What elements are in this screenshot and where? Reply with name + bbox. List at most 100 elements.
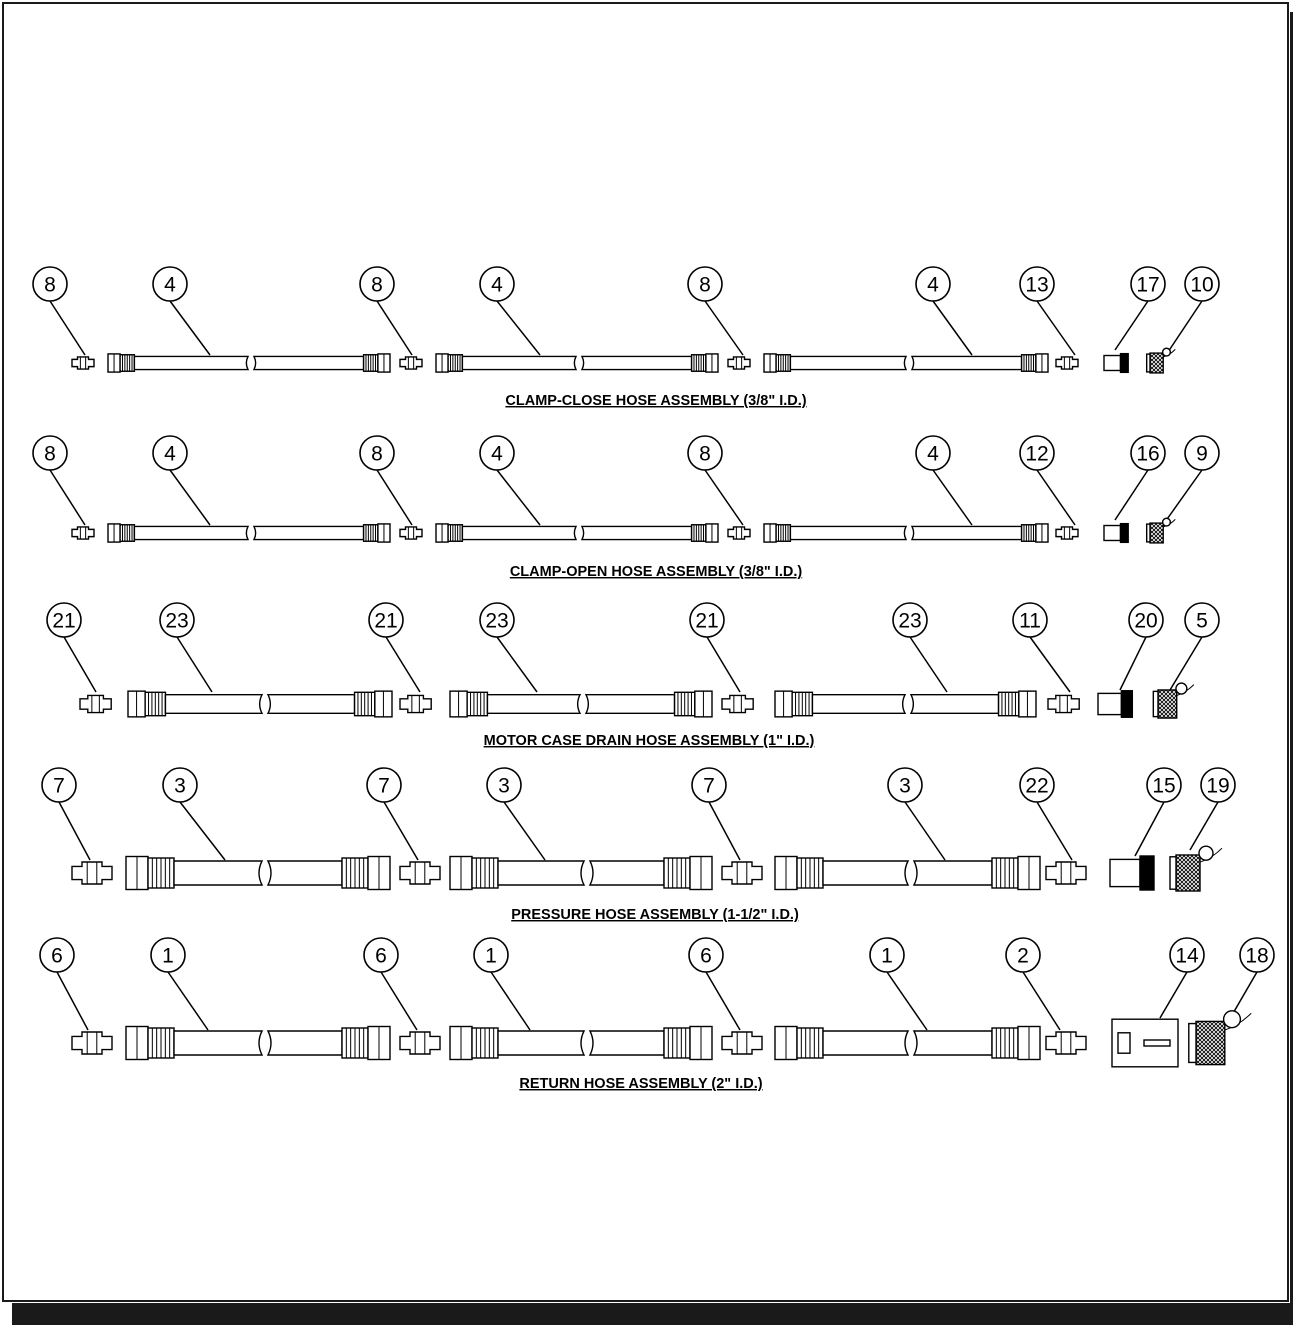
callout-leader <box>385 636 421 693</box>
callout-number: 9 <box>1196 443 1208 466</box>
callout-circle <box>1005 937 1041 973</box>
hose-section <box>580 523 719 543</box>
callout-leader <box>1167 300 1203 353</box>
callout-leader <box>932 300 973 356</box>
adapter-fitting <box>727 356 751 370</box>
callout-number: 8 <box>44 443 56 466</box>
callout-number: 15 <box>1152 775 1175 798</box>
hose-section <box>252 523 391 543</box>
callout-circle <box>46 602 82 638</box>
adapter-fitting <box>721 694 754 714</box>
hose-section <box>107 523 250 543</box>
callout-leader <box>49 469 86 526</box>
quick-coupler <box>1111 1018 1179 1068</box>
callout-leader <box>169 300 211 356</box>
hose-section <box>774 1025 910 1061</box>
hose-section <box>588 1025 713 1061</box>
callout-circle <box>915 435 951 471</box>
callout-leader <box>1169 636 1203 691</box>
row-title-motor-case-drain: MOTOR CASE DRAIN HOSE ASSEMBLY (1" I.D.) <box>484 733 815 749</box>
callout-circle <box>366 767 402 803</box>
callout-number: 8 <box>44 274 56 297</box>
callout-leader <box>376 300 413 356</box>
row-title-pressure: PRESSURE HOSE ASSEMBLY (1-1/2" I.D.) <box>511 907 799 923</box>
callout-number: 5 <box>1196 610 1208 633</box>
callout-circle <box>1184 602 1220 638</box>
callout-number: 1 <box>881 945 893 968</box>
callout-circle <box>1239 937 1275 973</box>
callout-number: 16 <box>1136 443 1159 466</box>
hose-section <box>912 1025 1041 1061</box>
callout-circle <box>1184 266 1220 302</box>
quick-coupler <box>1097 690 1134 718</box>
callout-number: 18 <box>1245 945 1268 968</box>
adapter-fitting <box>399 526 423 540</box>
callout-leader <box>167 971 209 1031</box>
callout-circle <box>1169 937 1205 973</box>
callout-circle <box>479 266 515 302</box>
adapter-fitting <box>71 356 95 370</box>
callout-circle <box>1130 435 1166 471</box>
callout-circle <box>1184 435 1220 471</box>
callout-number: 1 <box>485 945 497 968</box>
callout-leader <box>1164 469 1203 523</box>
dust-cap <box>1152 682 1195 719</box>
callout-number: 21 <box>52 610 75 633</box>
callout-leader <box>708 801 741 861</box>
callout-number: 11 <box>1019 610 1041 633</box>
callout-circle <box>39 937 75 973</box>
callout-leader <box>909 636 948 693</box>
adapter-fitting <box>71 1031 113 1055</box>
callout-number: 4 <box>164 274 176 297</box>
adapter-fitting <box>721 861 763 885</box>
callout-circle <box>368 602 404 638</box>
hose-section <box>125 1025 264 1061</box>
callout-leader <box>383 801 419 861</box>
callout-leader <box>706 636 741 693</box>
hose-section <box>910 523 1049 543</box>
adapter-fitting <box>1055 526 1079 540</box>
callout-leader <box>376 469 413 526</box>
callout-number: 7 <box>703 775 715 798</box>
callout-number: 20 <box>1134 610 1157 633</box>
callout-circle <box>152 266 188 302</box>
callout-circle <box>159 602 195 638</box>
callout-number: 7 <box>378 775 390 798</box>
callout-number: 13 <box>1025 274 1048 297</box>
quick-coupler <box>1109 855 1155 891</box>
hose-section <box>763 523 908 543</box>
callout-circle <box>162 767 198 803</box>
callout-circle <box>32 435 68 471</box>
callout-number: 21 <box>374 610 397 633</box>
callout-leader <box>169 469 211 526</box>
callout-number: 4 <box>927 443 939 466</box>
row-title-clamp-open: CLAMP-OPEN HOSE ASSEMBLY (3/8" I.D.) <box>510 564 803 580</box>
callout-leader <box>1036 469 1076 526</box>
adapter-fitting <box>399 356 423 370</box>
callout-number: 14 <box>1175 945 1199 968</box>
callout-number: 12 <box>1025 443 1048 466</box>
hose-section <box>588 855 713 891</box>
callout-circle <box>479 602 515 638</box>
callout-number: 8 <box>371 443 383 466</box>
callout-number: 4 <box>491 443 503 466</box>
callout-leader <box>179 801 226 861</box>
frame-shadow-right <box>1290 12 1293 1325</box>
callout-leader <box>1134 801 1165 857</box>
callout-leader <box>58 801 91 861</box>
frame-shadow-bottom <box>12 1303 1293 1325</box>
callout-number: 6 <box>700 945 712 968</box>
callout-number: 3 <box>498 775 510 798</box>
callout-number: 17 <box>1136 274 1159 297</box>
hose-section <box>107 353 250 373</box>
callout-number: 19 <box>1206 775 1229 798</box>
callout-number: 4 <box>491 274 503 297</box>
callout-circle <box>359 435 395 471</box>
callout-leader <box>704 469 744 526</box>
hose-section <box>435 523 578 543</box>
callout-circle <box>152 435 188 471</box>
